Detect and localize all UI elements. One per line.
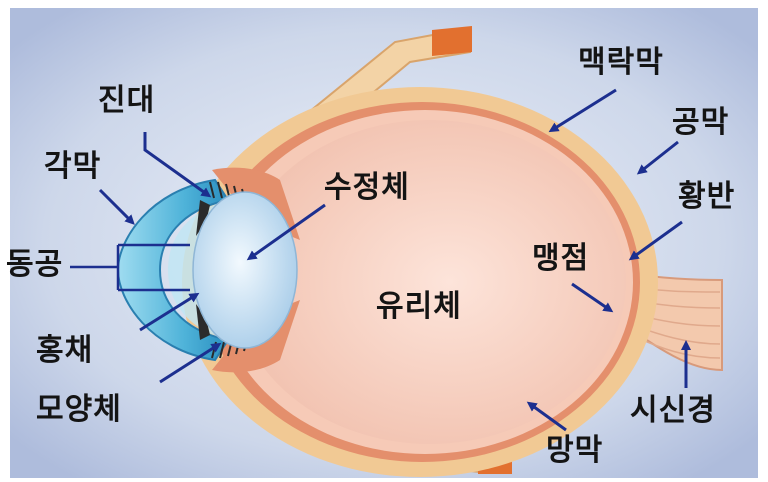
label-choroid: 맥락막 xyxy=(578,48,664,78)
label-optic-nerve: 시신경 xyxy=(630,396,716,426)
label-macula: 황반 xyxy=(678,182,735,212)
label-blind-spot: 맹점 xyxy=(532,244,589,274)
label-vitreous: 유리체 xyxy=(376,292,462,322)
label-iris: 홍채 xyxy=(36,336,93,366)
superior-muscle-tab xyxy=(432,26,472,56)
lens-shape xyxy=(193,192,297,348)
label-retina: 망막 xyxy=(546,436,603,466)
label-pupil: 동공 xyxy=(6,250,63,280)
label-lens: 수정체 xyxy=(324,173,410,203)
label-zonule: 진대 xyxy=(98,86,155,116)
label-sclera: 공막 xyxy=(672,108,729,138)
label-cornea: 각막 xyxy=(44,152,101,182)
label-ciliary-body: 모양체 xyxy=(36,395,122,425)
